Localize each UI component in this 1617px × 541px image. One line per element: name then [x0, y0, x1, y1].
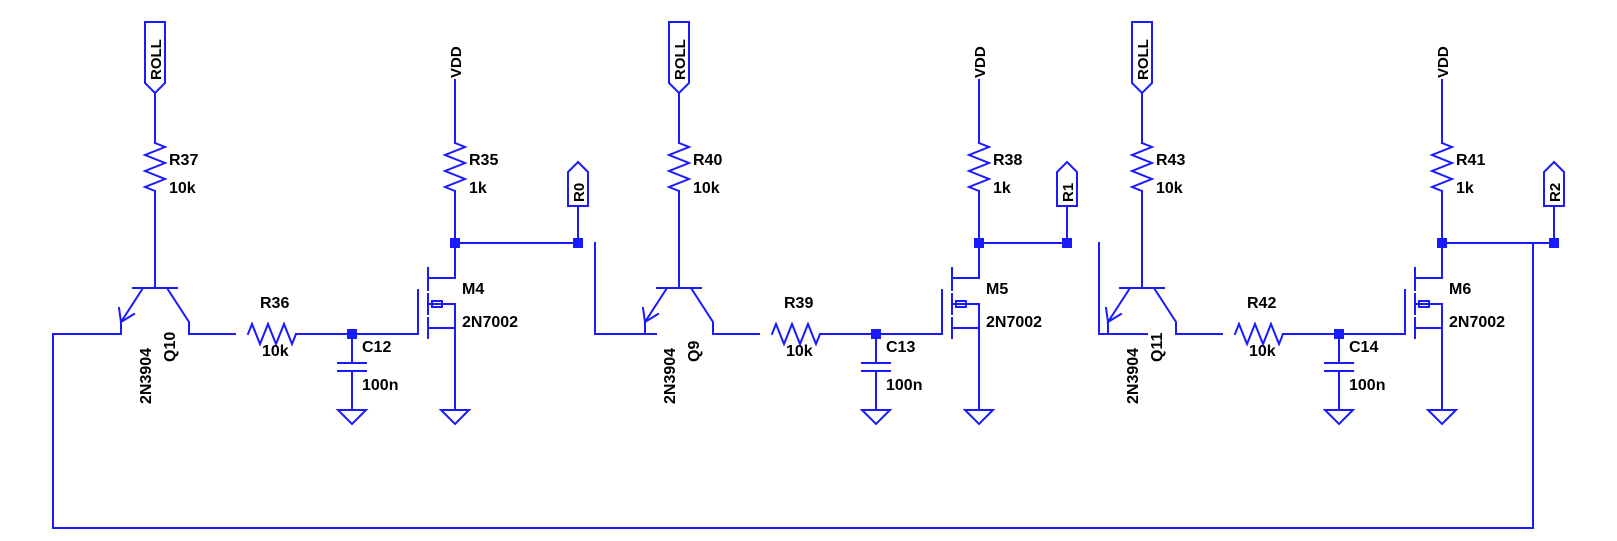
mosfet-ref: M4 [462, 281, 484, 298]
mosfet-body-arrow [955, 300, 967, 308]
mosfet-ref: M5 [986, 281, 1008, 298]
link-r0-to-q9 [594, 242, 657, 335]
bjt-collector [165, 286, 236, 335]
ground-symbol [859, 409, 893, 426]
ground-symbol [962, 409, 996, 426]
base-resistor-value: 10k [1156, 180, 1183, 197]
base-resistor-symbol [142, 141, 168, 193]
pullup-resistor-ref: R35 [469, 152, 498, 169]
bjt-emitter [643, 286, 669, 324]
ground-symbol [1322, 409, 1356, 426]
capacitor-value: 100n [362, 377, 398, 394]
base-resistor-symbol [666, 141, 692, 193]
pullup-resistor-symbol [442, 141, 468, 193]
roll-net-flag-outline [144, 21, 166, 95]
mosfet-source [1414, 327, 1443, 411]
mosfet-body-arrow [431, 300, 443, 308]
capacitor-ref: C13 [886, 339, 915, 356]
pullup-resistor-value: 1k [1456, 180, 1474, 197]
ground-symbol [1425, 409, 1459, 426]
mosfet-source [951, 327, 980, 411]
feedback-wire [52, 242, 1534, 529]
mosfet-part: 2N7002 [1449, 314, 1505, 331]
series-resistor-ref: R39 [784, 295, 813, 312]
roll-net-flag: ROLL [1131, 21, 1153, 95]
output-net-flag-label: R0 [571, 183, 588, 202]
mosfet-drain [427, 242, 456, 279]
base-resistor-value: 10k [693, 180, 720, 197]
bjt-emitter [1106, 286, 1132, 324]
output-net-flag: R0 [567, 160, 589, 207]
ground-symbol [438, 409, 472, 426]
roll-net-flag-outline [1131, 21, 1153, 95]
series-resistor-symbol [770, 321, 822, 347]
pullup-resistor-value: 1k [469, 180, 487, 197]
mosfet-drain [1414, 242, 1443, 279]
roll-net-flag-label: ROLL [1135, 39, 1152, 80]
output-net-flag-outline [1543, 160, 1565, 207]
mosfet-ref: M6 [1449, 281, 1471, 298]
capacitor-ref: C14 [1349, 339, 1378, 356]
output-net-flag-outline [1056, 160, 1078, 207]
transistor-ref: Q10 [162, 332, 179, 362]
bjt-emitter [119, 286, 145, 324]
output-net-flag: R1 [1056, 160, 1078, 207]
mosfet-part: 2N7002 [986, 314, 1042, 331]
base-resistor-value: 10k [169, 180, 196, 197]
capacitor-value: 100n [886, 377, 922, 394]
roll-net-flag: ROLL [668, 21, 690, 95]
capacitor-ref: C12 [362, 339, 391, 356]
transistor-ref: Q9 [686, 341, 703, 362]
transistor-part: 2N3904 [1125, 348, 1142, 404]
pullup-resistor-symbol [1429, 141, 1455, 193]
vdd-net-label: VDD [448, 46, 465, 78]
series-resistor-symbol [246, 321, 298, 347]
bjt-collector [689, 286, 760, 335]
output-net-flag-label: R2 [1547, 183, 1564, 202]
mosfet-body-arrow [1418, 300, 1430, 308]
pullup-resistor-ref: R41 [1456, 152, 1485, 169]
series-resistor-ref: R36 [260, 295, 289, 312]
pullup-resistor-value: 1k [993, 180, 1011, 197]
mosfet-source [427, 327, 456, 411]
series-resistor-value: 10k [786, 343, 813, 360]
capacitor-value: 100n [1349, 377, 1385, 394]
mosfet-part: 2N7002 [462, 314, 518, 331]
mosfet-drain [951, 242, 980, 279]
pullup-resistor-symbol [966, 141, 992, 193]
pullup-resistor-ref: R38 [993, 152, 1022, 169]
vdd-net-label: VDD [1435, 46, 1452, 78]
roll-net-flag-label: ROLL [672, 39, 689, 80]
output-net-flag-label: R1 [1060, 183, 1077, 202]
roll-net-flag-outline [668, 21, 690, 95]
roll-net-flag-label: ROLL [148, 39, 165, 80]
series-resistor-symbol [1233, 321, 1285, 347]
roll-net-flag: ROLL [144, 21, 166, 95]
vdd-net-label: VDD [972, 46, 989, 78]
output-net-flag-outline [567, 160, 589, 207]
base-resistor-ref: R43 [1156, 152, 1185, 169]
base-resistor-ref: R37 [169, 152, 198, 169]
series-resistor-value: 10k [262, 343, 289, 360]
base-resistor-ref: R40 [693, 152, 722, 169]
bjt-collector [1152, 286, 1223, 335]
base-resistor-symbol [1129, 141, 1155, 193]
ground-symbol [335, 409, 369, 426]
transistor-part: 2N3904 [138, 348, 155, 404]
series-resistor-ref: R42 [1247, 295, 1276, 312]
output-net-flag: R2 [1543, 160, 1565, 207]
transistor-ref: Q11 [1149, 333, 1166, 362]
transistor-part: 2N3904 [662, 348, 679, 404]
link-r1-to-q11 [1098, 242, 1148, 335]
series-resistor-value: 10k [1249, 343, 1276, 360]
